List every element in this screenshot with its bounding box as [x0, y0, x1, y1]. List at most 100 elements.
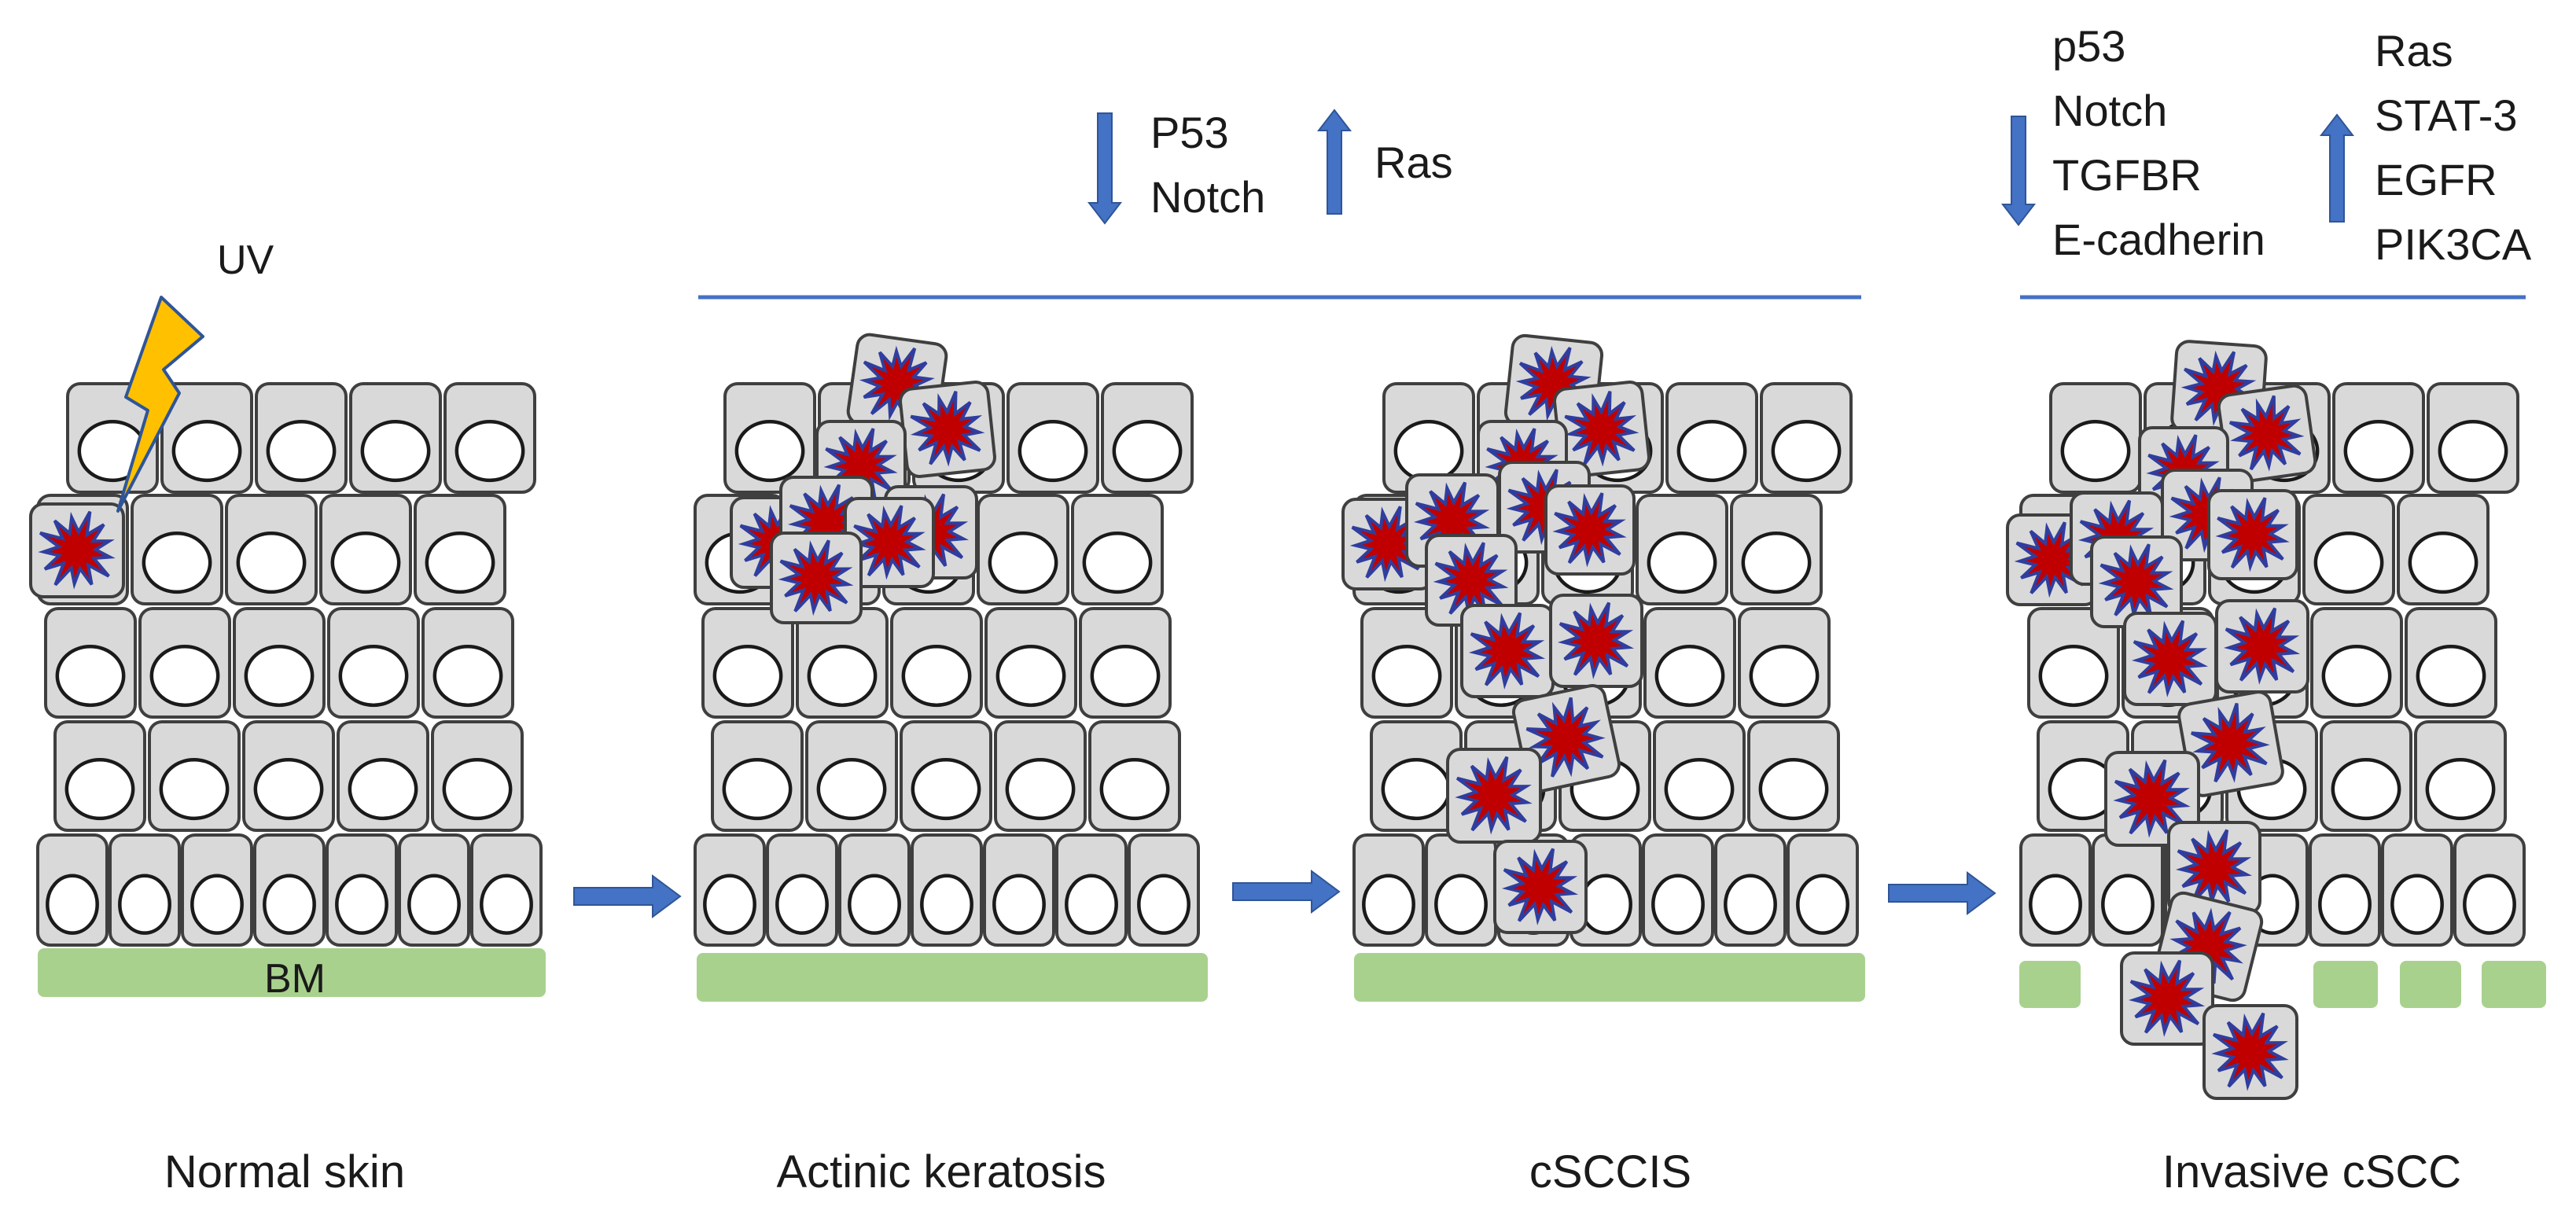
epidermal-cell	[1382, 382, 1475, 494]
epidermal-cell	[977, 494, 1069, 605]
basal-cell	[398, 833, 470, 947]
invasive-down-gene: TGFBR	[2052, 150, 2202, 200]
basal-cell	[1787, 833, 1859, 947]
basal-cell	[766, 833, 838, 947]
mutated-cell-star-icon	[1552, 492, 1627, 568]
epidermal-cell	[327, 607, 420, 719]
epidermal-cell	[1079, 607, 1172, 719]
cell-layer	[36, 382, 2526, 947]
mutated-cell-star-icon	[1525, 697, 1606, 778]
epidermal-cell	[1071, 494, 1164, 605]
ak-down-gene: Notch	[1150, 172, 1265, 222]
ak-down-gene: P53	[1150, 108, 1229, 157]
mutated-cell	[1544, 484, 1636, 576]
mutated-cell	[2120, 951, 2214, 1046]
basal-cell	[109, 833, 181, 947]
basement-membrane	[38, 948, 546, 997]
epidermal-cell	[701, 607, 794, 719]
basal-cell	[1425, 833, 1497, 947]
epidermal-cell	[319, 494, 412, 605]
basal-cell	[2019, 833, 2092, 947]
basal-cell	[2309, 833, 2381, 947]
mutated-cell-star-icon	[2228, 395, 2305, 472]
mutated-cell-star-icon	[38, 510, 116, 590]
epidermal-cell	[53, 720, 146, 832]
mutated-cell	[1446, 748, 1542, 844]
epidermal-cell	[1006, 382, 1099, 494]
mutated-cell-star-icon	[1564, 391, 1639, 467]
lightning-bolt-icon	[116, 296, 204, 513]
epidermal-cell	[1088, 720, 1181, 832]
mutated-cell-star-icon	[2131, 620, 2209, 697]
progression-arrow-icon	[573, 874, 682, 918]
mutated-cell	[1549, 594, 1643, 688]
epidermal-cell	[337, 720, 429, 832]
mutated-cell	[1493, 840, 1588, 934]
basement-membrane-layer	[38, 948, 2546, 1008]
mutated-cell-star-icon	[1501, 848, 1579, 925]
basement-membrane	[2019, 961, 2081, 1008]
down-arrow-icon	[1087, 112, 1123, 225]
stage-label-invasive-cscc: Invasive cSCC	[2162, 1146, 2461, 1197]
epidermal-cell	[984, 607, 1077, 719]
basement-membrane-label: BM	[264, 956, 326, 1002]
mutated-cell-star-icon	[2191, 702, 2270, 783]
epidermal-cell	[1730, 494, 1823, 605]
mutated-cell	[2123, 612, 2217, 706]
mutated-cell-star-icon	[910, 391, 985, 467]
up-arrow-icon	[1316, 109, 1352, 215]
basement-membrane	[1354, 953, 1865, 1002]
epidermal-cell	[2320, 720, 2412, 832]
epidermal-cell	[1665, 382, 1758, 494]
invasive-up-gene: STAT-3	[2375, 90, 2518, 140]
mutated-cell-star-icon	[852, 505, 926, 580]
basal-cell	[1642, 833, 1714, 947]
basal-cell	[470, 833, 543, 947]
basement-membrane	[2482, 961, 2546, 1008]
epidermal-cell	[2049, 382, 2142, 494]
epidermal-cell	[242, 720, 335, 832]
basal-cell	[694, 833, 766, 947]
invasive-up-gene: EGFR	[2375, 155, 2497, 204]
epidermal-cell	[160, 382, 253, 494]
uv-label: UV	[217, 237, 274, 283]
epidermal-cell	[2427, 382, 2519, 494]
invasive-gene-annotations: p53 Notch TGFBR E-cadherin Ras STAT-3 EG…	[2052, 21, 2532, 269]
mutated-cell	[1460, 604, 1555, 698]
mutated-cell	[770, 532, 863, 624]
basal-cell	[838, 833, 911, 947]
epidermal-cell	[1747, 720, 1840, 832]
basal-cell	[2092, 833, 2164, 947]
invasive-down-gene: E-cadherin	[2052, 215, 2265, 264]
invasive-down-gene: Notch	[2052, 86, 2167, 135]
basal-cell	[181, 833, 253, 947]
mutated-cell	[2215, 599, 2309, 693]
basal-cell	[253, 833, 326, 947]
mutated-cell	[2202, 1004, 2298, 1100]
epidermal-cell	[2397, 494, 2490, 605]
down-arrow-icon	[2000, 116, 2037, 226]
basal-cell	[1570, 833, 1642, 947]
epidermal-cell	[1760, 382, 1853, 494]
invasive-down-gene: p53	[2052, 21, 2125, 71]
mutated-cell-star-icon	[1468, 612, 1546, 690]
epidermal-cell	[421, 607, 514, 719]
basement-membrane	[697, 953, 1208, 1002]
mutated-cell-layer	[29, 333, 2317, 1100]
mutated-cell	[899, 381, 996, 478]
epidermal-cell	[225, 494, 318, 605]
basal-cell	[983, 833, 1055, 947]
epidermal-cell	[1643, 607, 1736, 719]
basal-cell	[1055, 833, 1128, 947]
epidermal-cell	[994, 720, 1087, 832]
stage-label-cscc-in-situ: cSCCIS	[1529, 1146, 1691, 1197]
epidermal-cell	[805, 720, 898, 832]
mutated-cell-star-icon	[2113, 759, 2191, 838]
epidermal-cell	[431, 720, 524, 832]
epidermal-cell	[349, 382, 442, 494]
epidermal-cell	[1738, 607, 1831, 719]
epidermal-cell	[1360, 607, 1453, 719]
invasive-up-gene: PIK3CA	[2375, 219, 2532, 269]
invasive-up-gene: Ras	[2375, 26, 2453, 75]
stage-label-actinic-keratosis: Actinic keratosis	[776, 1146, 1106, 1197]
